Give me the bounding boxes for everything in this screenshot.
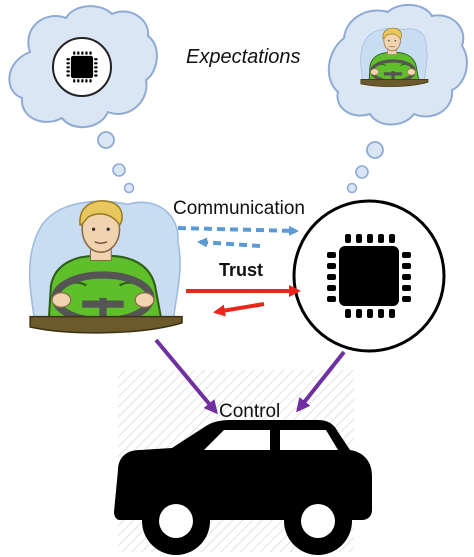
- trust-arrow-left: [213, 302, 265, 317]
- cloud-driver-icon: [358, 26, 430, 89]
- communication-label: Communication: [173, 198, 305, 219]
- thought-cloud-left: [8, 5, 158, 194]
- chip-icon: [292, 199, 446, 353]
- trust-label: Trust: [219, 260, 264, 280]
- control-arrow-from-driver: [154, 338, 218, 415]
- expectations-label: Expectations: [186, 46, 301, 68]
- communication-arrow-right: [177, 225, 299, 236]
- driver-icon: [30, 201, 182, 333]
- communication-arrow-left: [197, 237, 261, 248]
- cloud-chip-icon: [52, 37, 112, 97]
- control-label: Control: [219, 401, 281, 422]
- car-icon: [114, 420, 372, 555]
- control-arrow-from-chip: [296, 350, 346, 413]
